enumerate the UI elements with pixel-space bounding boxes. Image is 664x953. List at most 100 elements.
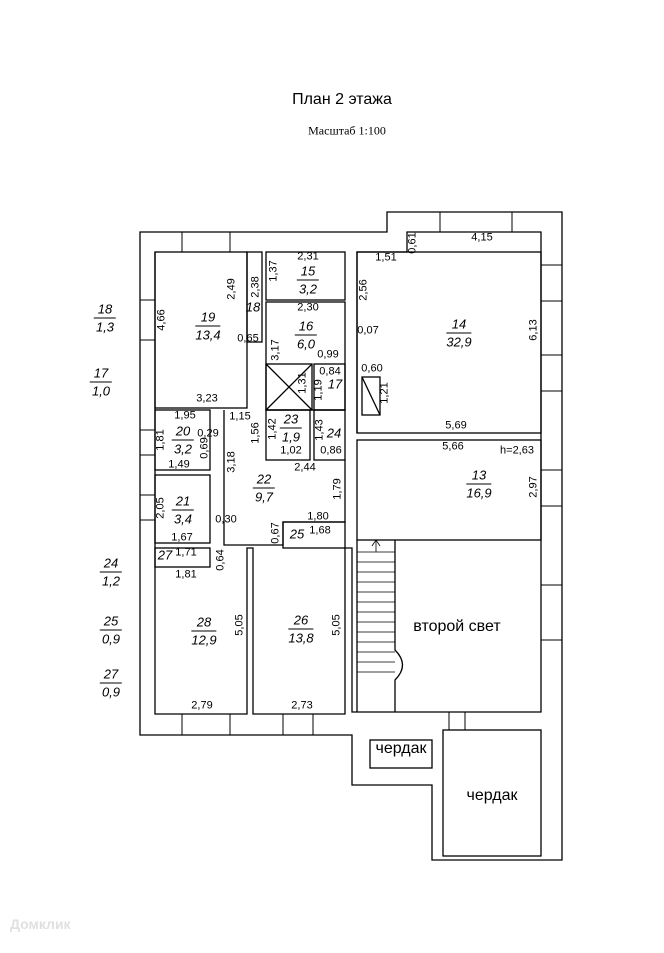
- dimension: 5,69: [445, 419, 467, 432]
- ceiling-height: h=2,63: [500, 444, 534, 457]
- dimension: 2,56: [357, 279, 370, 301]
- dimension: 1,56: [249, 422, 262, 444]
- dimension: 1,15: [229, 410, 251, 423]
- attic-big-label: чердак: [466, 787, 518, 804]
- room-number: 28: [191, 616, 217, 632]
- dimension: 1,42: [266, 418, 279, 440]
- dimension: 1,95: [174, 409, 196, 422]
- dimension: 1,67: [171, 531, 193, 544]
- room-area: 6,0: [296, 336, 316, 352]
- room-23: [265, 409, 311, 461]
- dimension: 3,23: [196, 392, 218, 405]
- room-number: 20: [171, 425, 195, 441]
- room-number: 19: [195, 311, 221, 327]
- room-area: 13,4: [195, 327, 221, 343]
- legend-number: 25: [99, 615, 123, 631]
- legend-number: 18: [93, 303, 117, 319]
- dimension: 0,69: [198, 437, 211, 459]
- attic-small-label: чердак: [375, 740, 427, 757]
- room-area: 3,2: [173, 441, 193, 457]
- room-area: 3,2: [298, 281, 318, 297]
- room-area: 3,4: [173, 511, 193, 527]
- dimension: 0,61: [406, 232, 419, 254]
- dimension: 1,51: [375, 251, 397, 264]
- room-label-25: 25: [286, 528, 308, 543]
- room-area: 1,9: [281, 429, 301, 445]
- room-area: 9,7: [254, 489, 274, 505]
- room-number: 13: [466, 469, 492, 485]
- room-number: 18: [245, 299, 261, 315]
- dimension: 2,97: [527, 476, 540, 498]
- dimension: 3,17: [269, 339, 282, 361]
- watermark-logo: Домклик: [10, 916, 71, 932]
- room-label-18: 18: [242, 301, 264, 316]
- legend-area: 1,0: [91, 383, 111, 399]
- dimension: 0,65: [237, 332, 259, 345]
- room-label-24: 24: [323, 427, 345, 442]
- dimension: 2,05: [154, 497, 167, 519]
- room-number: 24: [326, 425, 342, 441]
- dimension: 1,71: [175, 546, 197, 559]
- dimension: 1,79: [331, 478, 344, 500]
- dimension: 1,37: [267, 260, 280, 282]
- dimension: 2,79: [191, 699, 213, 712]
- room-27: [154, 547, 211, 568]
- legend-area: 0,9: [101, 684, 121, 700]
- dimension: 0,67: [269, 522, 282, 544]
- room-number: 15: [296, 265, 320, 281]
- attic-big: [442, 729, 542, 857]
- inner-outline: [154, 231, 542, 715]
- room-number: 26: [288, 614, 314, 630]
- stair-steps: [357, 539, 395, 673]
- stairs: [356, 540, 404, 712]
- room-label-17: 17: [324, 378, 346, 393]
- room-area: 12,9: [191, 632, 217, 648]
- legend-area: 0,9: [101, 631, 121, 647]
- dimension: 0,60: [361, 362, 383, 375]
- dimension: 1,21: [378, 382, 391, 404]
- room-label-27: 27: [154, 549, 176, 564]
- room-area: 32,9: [446, 334, 472, 350]
- dimension: 3,18: [225, 451, 238, 473]
- dimension: 2,30: [297, 301, 319, 314]
- room-number: 17: [327, 376, 343, 392]
- attic-small: [369, 739, 433, 769]
- dimension: 0,84: [319, 365, 341, 378]
- room-number: 27: [157, 547, 173, 563]
- dimension: 1,81: [175, 568, 197, 581]
- dimension: 2,31: [297, 250, 319, 263]
- dimension: 0,99: [317, 348, 339, 361]
- room-number: 25: [289, 526, 305, 542]
- dimension: 2,49: [225, 278, 238, 300]
- room-number: 22: [252, 473, 276, 489]
- room-area: 16,9: [466, 485, 492, 501]
- room-number: 14: [446, 318, 472, 334]
- dimension: 1,81: [154, 429, 167, 451]
- second-light-label: второй свет: [413, 618, 501, 635]
- dimension: 1,80: [307, 510, 329, 523]
- dimension: 0,30: [215, 513, 237, 526]
- dimension: 2,44: [294, 461, 316, 474]
- room-area: 13,8: [288, 630, 314, 646]
- room-25: [282, 521, 346, 549]
- legend-number: 17: [89, 367, 113, 383]
- room-18: [246, 251, 263, 343]
- dimension: 5,05: [330, 614, 343, 636]
- dimension: 1,19: [312, 379, 325, 401]
- dimension: 0,64: [214, 549, 227, 571]
- dimension: 0,29: [197, 427, 219, 440]
- room-number: 23: [279, 413, 303, 429]
